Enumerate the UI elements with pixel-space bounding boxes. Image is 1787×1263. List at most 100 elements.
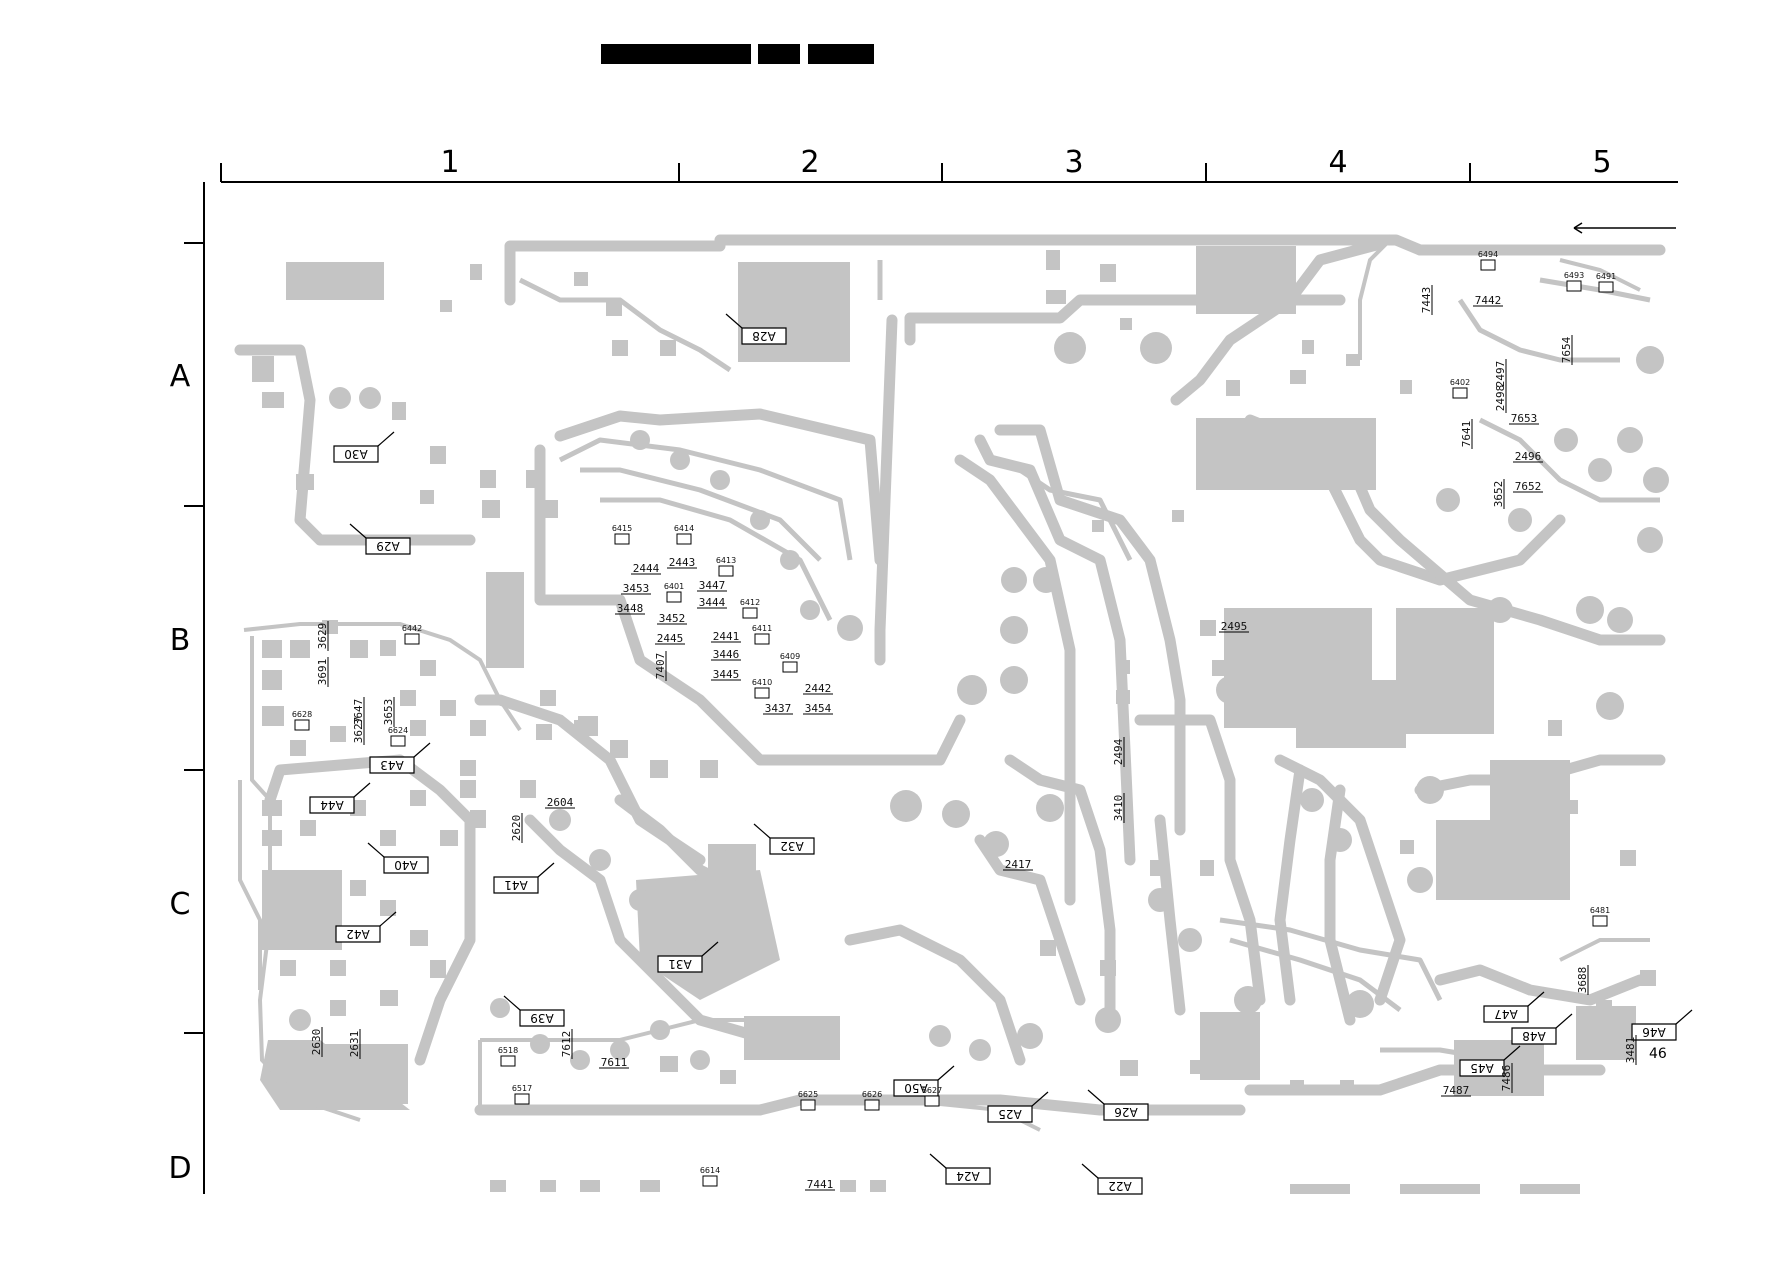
svg-text:2445: 2445 bbox=[657, 632, 684, 645]
svg-text:A47: A47 bbox=[1494, 1007, 1517, 1021]
svg-text:A32: A32 bbox=[780, 839, 803, 853]
component-6493: 6493 bbox=[1564, 271, 1584, 292]
component-3627: 3627 bbox=[352, 715, 365, 745]
component-2494: 2494 bbox=[1112, 737, 1125, 767]
component-6411: 6411 bbox=[752, 624, 772, 645]
svg-text:6402: 6402 bbox=[1450, 378, 1470, 387]
svg-text:2496: 2496 bbox=[1515, 450, 1542, 463]
svg-text:3652: 3652 bbox=[1492, 481, 1505, 508]
svg-text:3437: 3437 bbox=[765, 702, 792, 715]
svg-text:3647: 3647 bbox=[352, 699, 365, 726]
component-3452: 3452 bbox=[657, 612, 687, 625]
copper-layer bbox=[234, 234, 1669, 1194]
svg-text:7652: 7652 bbox=[1515, 480, 1542, 493]
svg-text:2604: 2604 bbox=[547, 796, 574, 809]
svg-text:A46: A46 bbox=[1642, 1025, 1665, 1039]
cut-label: 46 bbox=[1649, 1046, 1667, 1062]
svg-text:7653: 7653 bbox=[1511, 412, 1538, 425]
test-point-a30: A30 bbox=[333, 431, 395, 463]
svg-text:3446: 3446 bbox=[713, 648, 740, 661]
svg-text:6442: 6442 bbox=[402, 624, 422, 633]
svg-text:A22: A22 bbox=[1108, 1179, 1131, 1193]
svg-text:6409: 6409 bbox=[780, 652, 800, 661]
svg-text:6414: 6414 bbox=[674, 524, 694, 533]
column-label-1: 1 bbox=[440, 145, 459, 180]
component-2442: 2442 bbox=[803, 682, 833, 695]
test-point-a25: A25 bbox=[987, 1091, 1049, 1123]
test-point-a50: A50 bbox=[893, 1065, 955, 1097]
component-7653: 7653 bbox=[1509, 412, 1539, 425]
component-3445: 3445 bbox=[711, 668, 741, 681]
component-3410: 3410 bbox=[1112, 793, 1125, 823]
component-6626: 6626 bbox=[862, 1090, 882, 1111]
svg-text:A40: A40 bbox=[394, 858, 417, 872]
svg-text:2631: 2631 bbox=[348, 1031, 361, 1058]
component-2630: 2630 bbox=[310, 1027, 323, 1057]
component-3446: 3446 bbox=[711, 648, 741, 661]
row-label-C: C bbox=[170, 887, 191, 922]
svg-text:A26: A26 bbox=[1114, 1105, 1137, 1119]
svg-text:3627: 3627 bbox=[352, 717, 365, 744]
component-7654: 7654 bbox=[1560, 335, 1573, 365]
svg-text:6628: 6628 bbox=[292, 710, 312, 719]
arrow-indicator bbox=[1573, 222, 1676, 234]
component-6494: 6494 bbox=[1478, 250, 1498, 271]
component-6414: 6414 bbox=[674, 524, 694, 545]
component-7487: 7487 bbox=[1441, 1084, 1471, 1097]
component-3688: 3688 bbox=[1576, 965, 1589, 995]
component-7612: 7612 bbox=[560, 1029, 573, 1059]
component-2444: 2444 bbox=[631, 562, 661, 575]
svg-text:3629: 3629 bbox=[316, 623, 329, 650]
svg-text:2495: 2495 bbox=[1221, 620, 1248, 633]
component-2604: 2604 bbox=[545, 796, 575, 809]
svg-text:6413: 6413 bbox=[716, 556, 736, 565]
svg-text:7441: 7441 bbox=[807, 1178, 834, 1191]
test-point-a45: A45 bbox=[1459, 1045, 1521, 1077]
svg-text:A28: A28 bbox=[752, 329, 775, 343]
component-6614: 6614 bbox=[700, 1166, 720, 1187]
component-2497: 2497 bbox=[1494, 359, 1507, 389]
svg-text:A25: A25 bbox=[998, 1107, 1021, 1121]
component-3629: 3629 bbox=[316, 621, 329, 651]
svg-text:3448: 3448 bbox=[617, 602, 644, 615]
svg-text:7641: 7641 bbox=[1460, 421, 1473, 448]
svg-text:A29: A29 bbox=[376, 539, 399, 553]
component-3653: 3653 bbox=[382, 697, 395, 727]
component-6401: 6401 bbox=[664, 582, 684, 603]
component-7441: 7441 bbox=[805, 1178, 835, 1191]
svg-text:6491: 6491 bbox=[1596, 272, 1616, 281]
component-2443: 2443 bbox=[667, 556, 697, 569]
component-6481: 6481 bbox=[1590, 906, 1610, 927]
test-point-a22: A22 bbox=[1081, 1163, 1143, 1195]
component-2417: 2417 bbox=[1003, 858, 1033, 871]
column-label-2: 2 bbox=[800, 145, 819, 180]
svg-text:7407: 7407 bbox=[654, 653, 667, 680]
svg-text:3410: 3410 bbox=[1112, 795, 1125, 822]
component-7652: 7652 bbox=[1513, 480, 1543, 493]
svg-text:7612: 7612 bbox=[560, 1031, 573, 1058]
row-label-B: B bbox=[170, 623, 191, 658]
svg-text:A45: A45 bbox=[1470, 1061, 1493, 1075]
svg-text:6411: 6411 bbox=[752, 624, 772, 633]
svg-text:3452: 3452 bbox=[659, 612, 686, 625]
svg-text:A24: A24 bbox=[956, 1169, 979, 1183]
component-2495: 2495 bbox=[1219, 620, 1249, 633]
test-point-a32: A32 bbox=[753, 823, 815, 855]
component-7611: 7611 bbox=[599, 1056, 629, 1069]
component-6624: 6624 bbox=[388, 726, 408, 747]
component-2496: 2496 bbox=[1513, 450, 1543, 463]
component-3454: 3454 bbox=[803, 702, 833, 715]
svg-text:3445: 3445 bbox=[713, 668, 740, 681]
svg-text:6415: 6415 bbox=[612, 524, 632, 533]
component-2631: 2631 bbox=[348, 1029, 361, 1059]
component-3437: 3437 bbox=[763, 702, 793, 715]
component-6627: 6627 bbox=[922, 1086, 942, 1107]
row-label-D: D bbox=[168, 1151, 191, 1186]
svg-text:3447: 3447 bbox=[699, 579, 726, 592]
svg-text:A39: A39 bbox=[530, 1011, 553, 1025]
component-2441: 2441 bbox=[711, 630, 741, 643]
svg-text:6627: 6627 bbox=[922, 1086, 942, 1095]
